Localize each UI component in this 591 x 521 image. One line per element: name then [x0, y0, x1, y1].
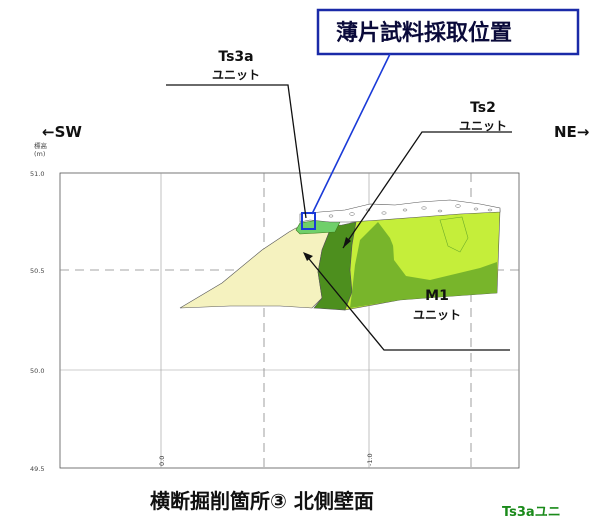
ts3a-unit-suffix: ユニット [212, 68, 260, 82]
m1-unit-name: M1 [425, 288, 449, 304]
y-tick-label: 50.0 [30, 367, 44, 375]
ts3a-leader-line [166, 84, 307, 219]
sample-location-banner [316, 8, 580, 56]
light-green-patch [392, 228, 497, 280]
direction-ne-label: NE→ [554, 123, 589, 141]
direction-sw-label: ←SW [42, 123, 82, 141]
y-tick-label: 51.0 [30, 170, 44, 178]
ts2-unit-name: Ts2 [470, 100, 496, 116]
ts2-unit-suffix: ユニット [459, 119, 507, 133]
ts2-arrow-head [343, 237, 351, 248]
elevation-axis-unit: (m) [34, 150, 45, 158]
banner-pointer-line [311, 53, 391, 215]
banner-text: 薄片試料採取位置 [336, 20, 512, 46]
x-tick-label: -1.0 [366, 453, 374, 466]
corner-unit-label: Ts3aユニ [502, 505, 561, 520]
x-tick-label: 0.0 [158, 456, 166, 466]
ts2-leader-line [342, 131, 512, 249]
figure-caption: 横断掘削箇所③ 北側壁面 [150, 489, 374, 513]
m1-leader-line [304, 253, 510, 351]
ts3a-unit-name: Ts3a [218, 49, 253, 65]
light-green-patch [439, 216, 469, 253]
m1-unit-suffix: ユニット [413, 308, 461, 322]
gravel-cap [299, 199, 501, 223]
mid-green-patch [350, 222, 497, 308]
ts3a-green-strip [295, 218, 341, 235]
y-tick-label: 49.5 [30, 465, 44, 473]
m1-arrow-head [303, 252, 313, 261]
elevation-axis-label: 標高 [34, 141, 48, 150]
gravel-pebbles [328, 204, 493, 218]
sample-position-box [301, 212, 316, 230]
y-tick-label: 50.5 [30, 267, 44, 275]
